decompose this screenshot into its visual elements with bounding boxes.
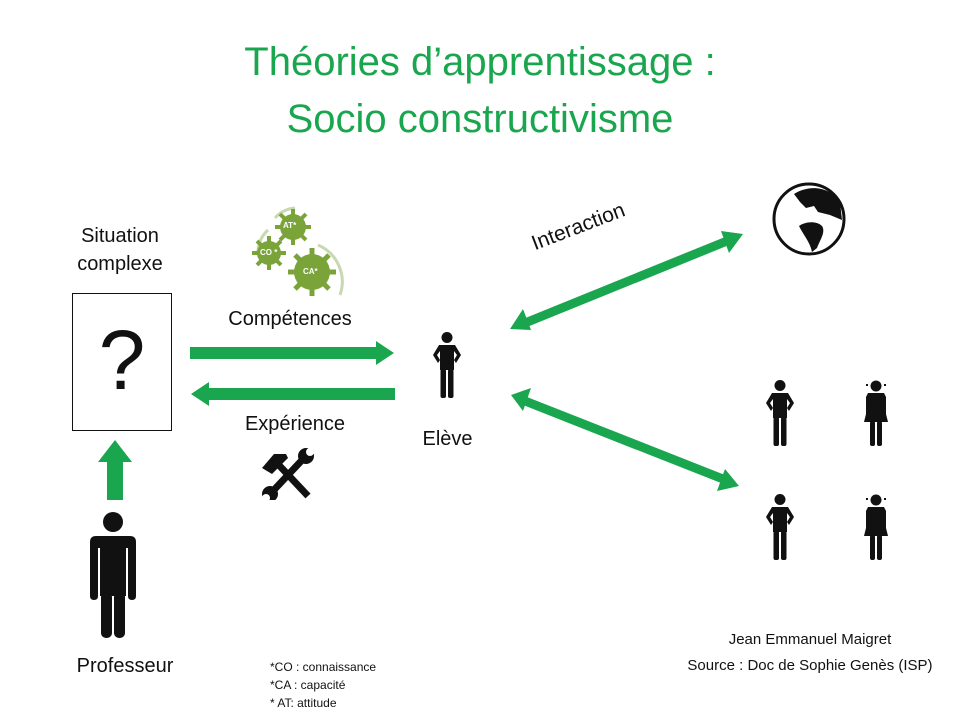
peer-female-icon-2 <box>864 494 888 560</box>
gear-label-ca: CA* <box>303 267 318 276</box>
arrow-to-situation <box>191 382 395 406</box>
situation-label-line-2: complexe <box>77 253 163 275</box>
experience-label: Expérience <box>244 413 346 435</box>
eleve-person-icon <box>433 332 461 398</box>
arrow-to-eleve <box>190 341 394 365</box>
globe-icon <box>772 182 846 256</box>
eleve-label: Elève <box>422 428 473 450</box>
gear-label-co: CO * <box>260 248 278 257</box>
professeur-person-icon <box>90 512 136 638</box>
question-mark: ? <box>98 313 146 407</box>
peer-female-icon-1 <box>864 380 888 446</box>
hammer-wrench-icon <box>262 448 314 500</box>
credit-source: Source : Doc de Sophie Genès (ISP) <box>687 657 933 674</box>
peer-male-icon-2 <box>766 494 794 560</box>
legend: *CO : connaissance *CA : capacité * AT: … <box>270 658 376 712</box>
credits: Jean Emmanuel Maigret Source : Doc de So… <box>660 627 960 679</box>
arrow-professeur-to-situation <box>98 440 132 500</box>
title-line-2: Socio constructivisme <box>286 97 674 141</box>
gear-label-at: AT* <box>283 221 297 230</box>
competences-label: Compétences <box>228 308 352 330</box>
gears-icon <box>252 206 344 296</box>
interaction-arrow-world <box>510 231 743 330</box>
legend-item-co: *CO : connaissance <box>270 660 377 674</box>
interaction-arrow-peers <box>511 388 739 491</box>
situation-box <box>72 293 172 431</box>
legend-item-at: * AT: attitude <box>270 696 337 710</box>
situation-label-line-1: Situation <box>81 225 159 247</box>
legend-item-ca: *CA : capacité <box>270 678 346 692</box>
peer-male-icon-1 <box>766 380 794 446</box>
professeur-label: Professeur <box>76 655 174 677</box>
title-line-1: Théories d’apprentissage : <box>244 40 716 84</box>
credit-author: Jean Emmanuel Maigret <box>728 631 892 648</box>
